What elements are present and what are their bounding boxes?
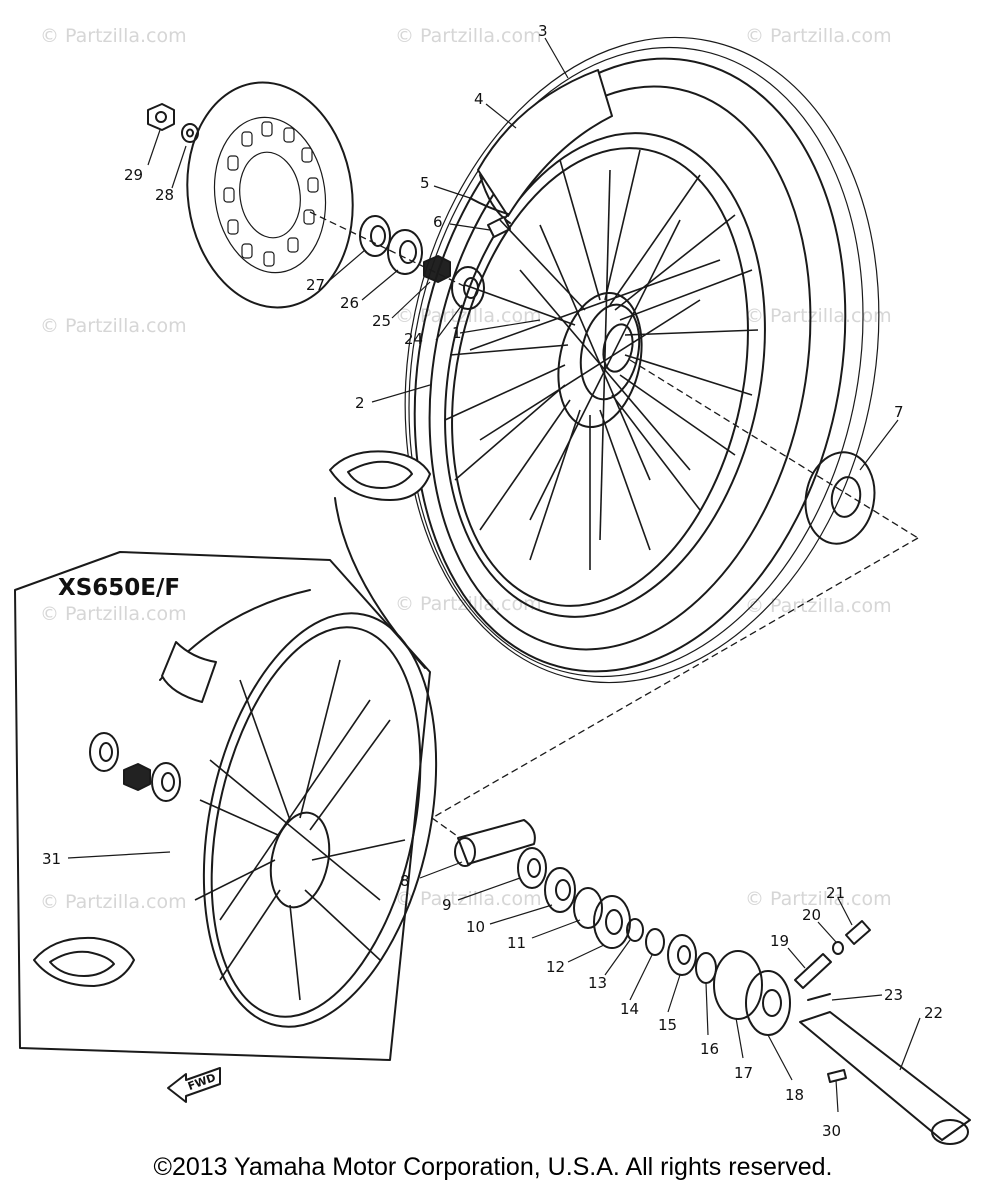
variant-inset: XS650E/F: [14, 551, 438, 1061]
callout-13: 13: [588, 974, 607, 992]
callout-27: 27: [306, 276, 325, 294]
valve-6: [487, 216, 511, 238]
bearing-24: [451, 266, 485, 310]
gear-housing-7: [804, 451, 876, 545]
bolt-21: [845, 920, 871, 945]
callout-18: 18: [785, 1086, 804, 1104]
oil-seal-9: [517, 847, 547, 889]
callout-10: 10: [466, 918, 485, 936]
watermark: © Partzilla.com: [745, 888, 892, 910]
callout-15: 15: [658, 1016, 677, 1034]
watermark: © Partzilla.com: [40, 603, 187, 625]
callout-14: 14: [620, 1000, 639, 1018]
wheel-rim: [444, 132, 766, 618]
callout-labels: 1 2 3 4 5 6 7 8 9 10 11 12 13 14 15 16 1…: [42, 22, 943, 1140]
callout-19: 19: [770, 932, 789, 950]
callout-31: 31: [42, 850, 61, 868]
axle-22: [799, 1011, 971, 1141]
callout-21: 21: [826, 884, 845, 902]
leader-lines: [67, 37, 921, 1113]
watermark: © Partzilla.com: [395, 888, 542, 910]
callout-16: 16: [700, 1040, 719, 1058]
callout-9: 9: [442, 896, 452, 914]
washer-13: [626, 918, 644, 942]
callout-4: 4: [474, 90, 484, 108]
front-tire-3: [404, 36, 880, 684]
callout-8: 8: [400, 872, 410, 890]
callout-30: 30: [822, 1122, 841, 1140]
callout-1: 1: [452, 324, 462, 342]
tire-cutaway: [329, 450, 431, 669]
cable-19: [794, 953, 832, 989]
callout-3: 3: [538, 22, 548, 40]
callout-7: 7: [894, 403, 904, 421]
assembly-lines: [309, 211, 919, 839]
retainer-11: [573, 887, 603, 929]
callout-6: 6: [433, 213, 443, 231]
callout-12: 12: [546, 958, 565, 976]
screw-23: [807, 993, 831, 1001]
gear-housing-17: [713, 950, 763, 1020]
fwd-arrow-icon: FWD: [167, 1067, 221, 1103]
callout-2: 2: [355, 394, 365, 412]
callout-20: 20: [802, 906, 821, 924]
watermark: © Partzilla.com: [395, 593, 542, 615]
callout-11: 11: [507, 934, 526, 952]
o-ring-20: [832, 941, 844, 955]
bearing-26: [387, 229, 423, 275]
washer-14: [645, 928, 665, 956]
variant-label: XS650E/F: [58, 575, 180, 601]
callout-25: 25: [372, 312, 391, 330]
bearing-10: [544, 867, 576, 913]
pin-30: [827, 1069, 847, 1083]
callout-22: 22: [924, 1004, 943, 1022]
rim-band-5: [469, 197, 509, 215]
gear-housing-18: [745, 970, 791, 1036]
callout-23: 23: [884, 986, 903, 1004]
callout-24: 24: [404, 330, 423, 348]
axle-assembly: [454, 819, 971, 1145]
watermark: © Partzilla.com: [745, 25, 892, 47]
gear-12: [593, 895, 631, 949]
callout-28: 28: [155, 186, 174, 204]
watermark: © Partzilla.com: [745, 595, 892, 617]
watermark: © Partzilla.com: [40, 315, 187, 337]
watermark: © Partzilla.com: [40, 891, 187, 913]
inner-tube-4: [477, 69, 613, 224]
callout-17: 17: [734, 1064, 753, 1082]
watermarks: © Partzilla.com © Partzilla.com © Partzi…: [40, 25, 892, 913]
watermark: © Partzilla.com: [40, 25, 187, 47]
nut-29: [147, 103, 175, 131]
callout-5: 5: [420, 174, 430, 192]
copyright-notice: ©2013 Yamaha Motor Corporation, U.S.A. A…: [153, 1153, 833, 1181]
oil-seal-16: [695, 952, 717, 984]
spokes-2: [444, 149, 759, 570]
brake-disc: [186, 81, 354, 309]
washer-28: [181, 123, 199, 143]
spacer-8: [457, 819, 536, 865]
gear-15: [667, 934, 697, 976]
callout-26: 26: [340, 294, 359, 312]
callout-29: 29: [124, 166, 143, 184]
watermark: © Partzilla.com: [745, 305, 892, 327]
hub-1: [557, 291, 643, 429]
watermark: © Partzilla.com: [395, 25, 542, 47]
